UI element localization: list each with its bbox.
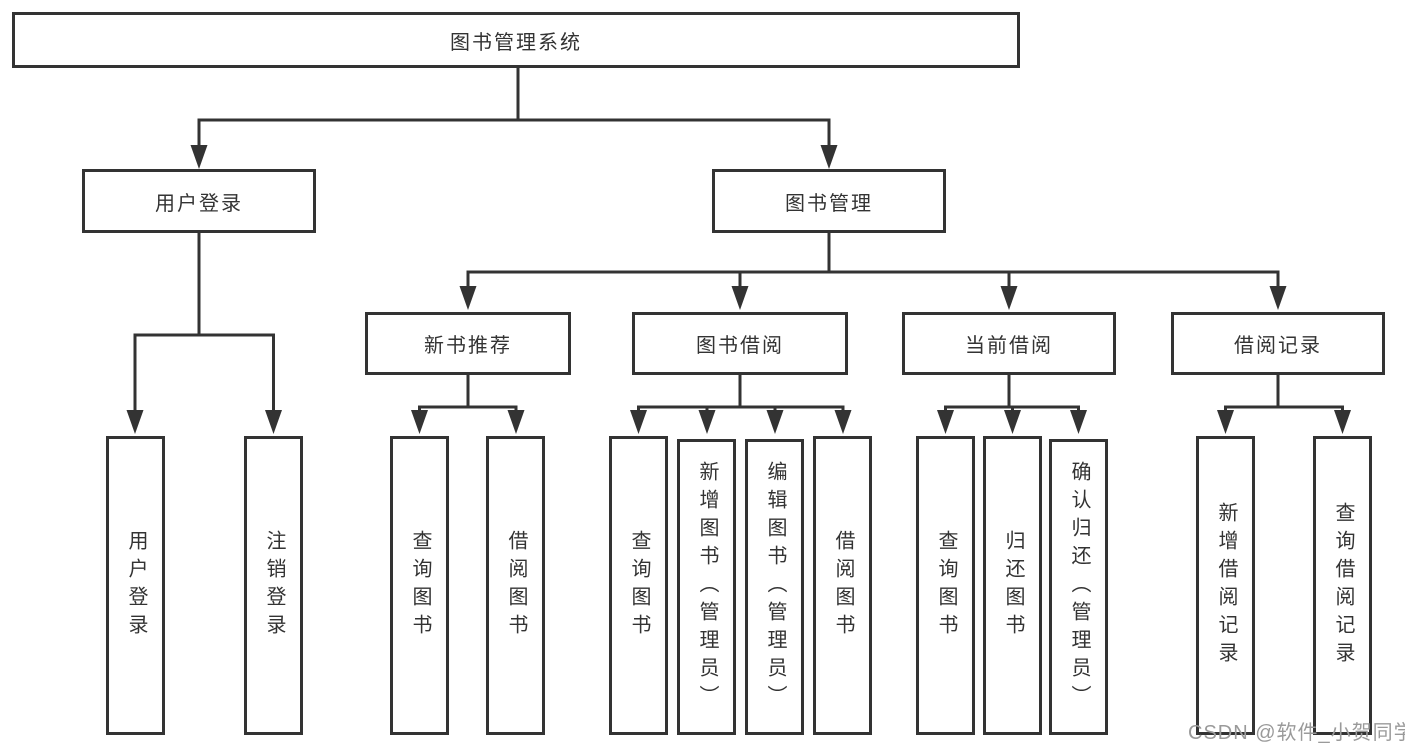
node-library-management-system: 图书管理系统 xyxy=(12,12,1020,68)
node-new-book-recommendation: 新书推荐 xyxy=(365,312,571,375)
leaf-query-borrow-record: 查询借阅记录 xyxy=(1313,436,1372,735)
leaf-query-books-2: 查询图书 xyxy=(609,436,668,735)
leaf-add-borrow-record: 新增借阅记录 xyxy=(1196,436,1255,735)
leaf-query-books-3: 查询图书 xyxy=(916,436,975,735)
connector-arrowheads xyxy=(126,145,1351,434)
leaf-add-books-admin: 新增图书（管理员） xyxy=(677,439,736,735)
leaf-return-books: 归还图书 xyxy=(983,436,1042,735)
node-book-management: 图书管理 xyxy=(712,169,946,233)
leaf-query-books-1: 查询图书 xyxy=(390,436,449,735)
node-book-borrowing: 图书借阅 xyxy=(632,312,848,375)
node-user-login: 用户登录 xyxy=(82,169,316,233)
leaf-borrow-books-2: 借阅图书 xyxy=(813,436,872,735)
leaf-user-login: 用户登录 xyxy=(106,436,165,735)
node-borrowing-records: 借阅记录 xyxy=(1171,312,1385,375)
leaf-confirm-return-admin: 确认归还（管理员） xyxy=(1049,439,1108,735)
leaf-borrow-books-1: 借阅图书 xyxy=(486,436,545,735)
csdn-watermark: CSDN @软件_小贺同学 xyxy=(1188,722,1405,744)
leaf-logout: 注销登录 xyxy=(244,436,303,735)
node-current-borrowing: 当前借阅 xyxy=(902,312,1116,375)
leaf-edit-books-admin: 编辑图书（管理员） xyxy=(745,439,804,735)
